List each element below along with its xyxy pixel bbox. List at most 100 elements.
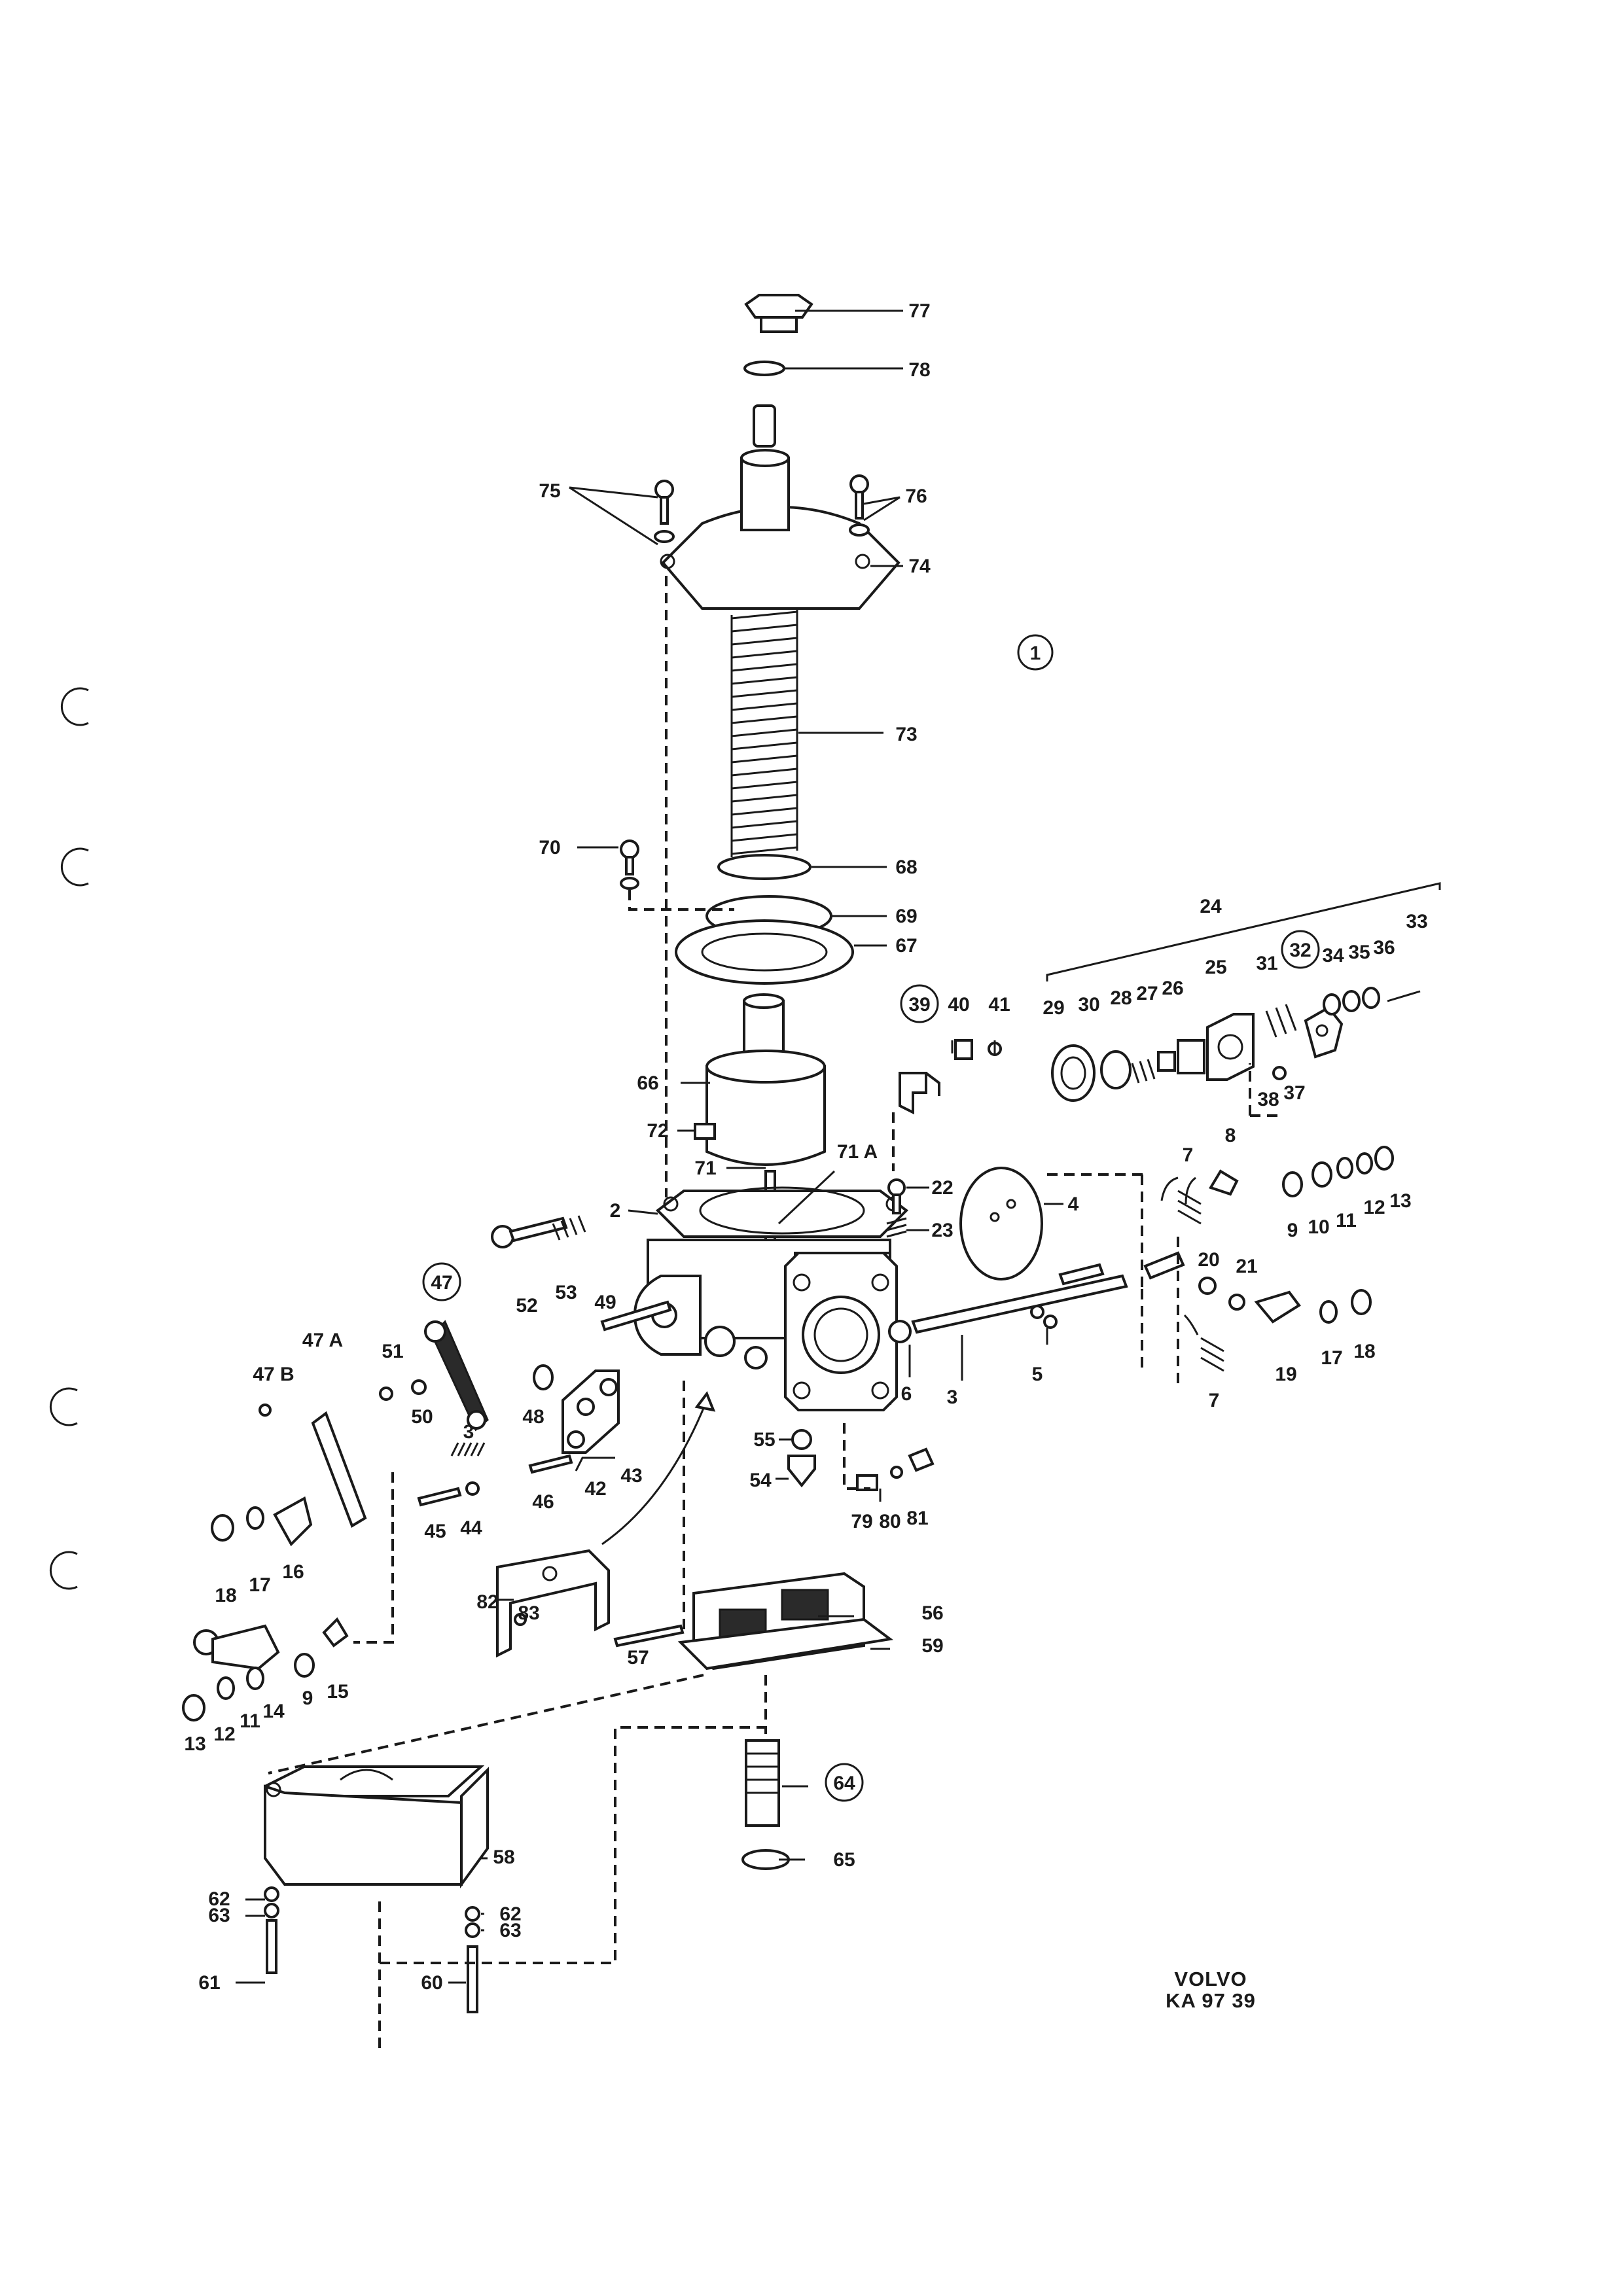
callout-label: 79 bbox=[851, 1511, 872, 1532]
callout-68: 68 bbox=[895, 857, 917, 878]
fast-idle-lever-16 bbox=[273, 1496, 313, 1547]
screw-33 bbox=[1387, 990, 1421, 1002]
callout-20: 20 bbox=[1198, 1249, 1219, 1271]
callout-label: 25 bbox=[1205, 957, 1226, 978]
callout-12a: 12 bbox=[1363, 1197, 1385, 1218]
callout-label: 12 bbox=[213, 1723, 235, 1745]
callout-label: 33 bbox=[1406, 911, 1427, 932]
callout-3b: 3 bbox=[463, 1421, 474, 1443]
callout-label: 50 bbox=[411, 1406, 433, 1428]
drawing-code: KA 97 39 bbox=[1166, 1989, 1256, 2012]
callout-label: 10 bbox=[1308, 1216, 1329, 1238]
callout-82: 82 bbox=[476, 1591, 498, 1613]
callout-25: 25 bbox=[1205, 957, 1226, 978]
callout-56: 56 bbox=[921, 1602, 943, 1624]
callout-label: 26 bbox=[1162, 978, 1183, 999]
throttle-shaft-3 bbox=[911, 1251, 1185, 1334]
callout-29: 29 bbox=[1043, 997, 1064, 1019]
callout-35: 35 bbox=[1348, 942, 1370, 963]
washer-11 bbox=[1336, 1157, 1353, 1179]
callout-label: 27 bbox=[1136, 983, 1158, 1004]
callout-label: 24 bbox=[1200, 896, 1222, 917]
callout-69: 69 bbox=[895, 906, 917, 927]
screw-46 bbox=[528, 1454, 573, 1474]
bracket-39 bbox=[899, 1072, 940, 1115]
screw-22 bbox=[887, 1178, 906, 1214]
callout-47a: 47 A bbox=[302, 1330, 343, 1351]
callout-46: 46 bbox=[532, 1491, 554, 1513]
callout-label: 55 bbox=[753, 1429, 775, 1451]
callout-label: 30 bbox=[1078, 994, 1099, 1016]
callout-label: 20 bbox=[1198, 1249, 1219, 1271]
lever-10 bbox=[1311, 1161, 1332, 1188]
nut-13-left bbox=[182, 1694, 205, 1722]
callout-label: 38 bbox=[1257, 1089, 1279, 1110]
callout-label: 13 bbox=[184, 1733, 205, 1755]
nut-13 bbox=[1374, 1146, 1394, 1171]
callout-74: 74 bbox=[908, 556, 931, 577]
callout-label: 63 bbox=[208, 1905, 230, 1926]
callout-40: 40 bbox=[948, 994, 969, 1016]
callout-76: 76 bbox=[905, 486, 927, 507]
callout-21: 21 bbox=[1236, 1256, 1257, 1277]
callout-6: 6 bbox=[901, 1383, 912, 1405]
callout-26: 26 bbox=[1162, 978, 1183, 999]
damper-cap bbox=[744, 294, 813, 333]
washer-6 bbox=[888, 1320, 912, 1343]
callout-78: 78 bbox=[908, 359, 930, 381]
washer-12 bbox=[1356, 1152, 1373, 1174]
callout-label: 40 bbox=[948, 994, 969, 1016]
callout-24: 24 bbox=[1200, 896, 1222, 917]
callout-15: 15 bbox=[327, 1681, 348, 1703]
callout-label: 7 bbox=[1183, 1144, 1194, 1166]
callout-label: 19 bbox=[1275, 1364, 1296, 1385]
callout-circle bbox=[900, 984, 939, 1023]
pump-housing-42 bbox=[562, 1369, 620, 1454]
callout-label: 47 A bbox=[302, 1330, 343, 1351]
cover-screw-left bbox=[654, 480, 675, 543]
callout-label: 11 bbox=[1336, 1210, 1357, 1231]
callout-label: 62 bbox=[499, 1903, 521, 1925]
pin-57 bbox=[613, 1624, 685, 1648]
callout-28: 28 bbox=[1110, 987, 1132, 1009]
callout-label: 52 bbox=[516, 1295, 537, 1316]
callout-22: 22 bbox=[931, 1177, 953, 1199]
callout-label: 83 bbox=[518, 1602, 539, 1624]
callout-23: 23 bbox=[931, 1220, 953, 1241]
callout-label: 16 bbox=[282, 1561, 304, 1583]
callout-48: 48 bbox=[522, 1406, 544, 1428]
callout-4: 4 bbox=[1068, 1193, 1079, 1215]
callout-label: 82 bbox=[476, 1591, 498, 1613]
diaphragm-67 bbox=[675, 919, 854, 985]
callout-label: 5 bbox=[1032, 1364, 1043, 1385]
callout-label: 29 bbox=[1043, 997, 1064, 1019]
callout-32: 32 bbox=[1281, 930, 1320, 969]
washer-50 bbox=[411, 1379, 427, 1395]
callout-77: 77 bbox=[908, 300, 930, 322]
callout-63a: 63 bbox=[208, 1905, 230, 1926]
callout-label: 43 bbox=[620, 1465, 642, 1487]
nut-36 bbox=[1362, 987, 1380, 1009]
callout-label: 28 bbox=[1110, 987, 1132, 1009]
callout-label: 37 bbox=[1283, 1082, 1305, 1104]
lever-15 bbox=[322, 1617, 349, 1648]
callout-73: 73 bbox=[895, 724, 917, 745]
damper-rod bbox=[753, 404, 776, 448]
callout-label: 3 bbox=[463, 1421, 474, 1443]
callout-13a: 13 bbox=[1389, 1190, 1411, 1212]
callout-80: 80 bbox=[879, 1511, 901, 1532]
callout-label: 9 bbox=[302, 1687, 313, 1709]
callout-62a: 62 bbox=[208, 1888, 230, 1910]
callout-label: 54 bbox=[749, 1470, 772, 1491]
callout-64: 64 bbox=[825, 1763, 864, 1802]
callout-label: 51 bbox=[382, 1341, 403, 1362]
callout-11a: 11 bbox=[1336, 1210, 1357, 1231]
callout-37: 37 bbox=[1283, 1082, 1305, 1104]
jet-54 bbox=[787, 1455, 816, 1488]
washer-44 bbox=[465, 1481, 480, 1496]
pin-27 bbox=[1157, 1051, 1176, 1072]
callout-label: 22 bbox=[931, 1177, 953, 1199]
callout-16: 16 bbox=[282, 1561, 304, 1583]
choke-disc-29 bbox=[1051, 1044, 1096, 1102]
